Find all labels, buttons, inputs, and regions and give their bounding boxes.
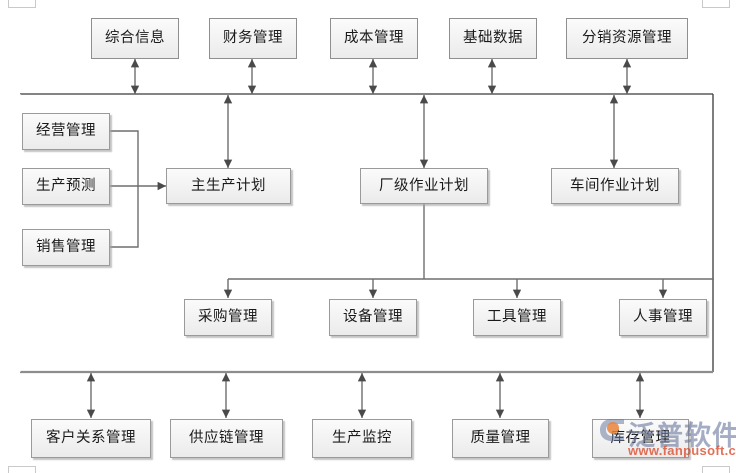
node-label: 财务管理 [223,30,283,47]
node-label: 经营管理 [36,123,96,140]
node-label: 生产预测 [36,178,96,195]
node-zonghexinxi[interactable]: 综合信息 [91,18,179,59]
node-label: 综合信息 [105,30,165,47]
node-label: 主生产计划 [191,177,266,194]
node-label: 供应链管理 [189,430,264,447]
node-label: 销售管理 [36,239,96,256]
node-gongyinglianguanli[interactable]: 供应链管理 [170,419,283,458]
node-label: 设备管理 [343,309,403,326]
node-caiwuguanli[interactable]: 财务管理 [209,18,297,59]
node-label: 车间作业计划 [570,177,660,194]
plant-plan-distribution [223,204,714,298]
node-caigouguanli[interactable]: 采购管理 [184,299,272,336]
frame-to-bottom-row-connectors [86,373,645,418]
plan-to-frame-connectors [223,95,619,168]
node-kehuguanxiguanli[interactable]: 客户关系管理 [31,419,151,458]
node-jichushuju[interactable]: 基础数据 [449,18,537,59]
node-label: 客户关系管理 [46,430,136,447]
node-label: 库存管理 [610,430,671,447]
node-label: 基础数据 [463,30,523,47]
node-kucunguanli[interactable]: 库存管理 [592,419,689,458]
node-zhushengchanjihua[interactable]: 主生产计划 [166,168,291,204]
corner-mark-top-left [8,0,36,8]
node-shebeiguanli[interactable]: 设备管理 [329,299,417,336]
corner-mark-bottom-right [702,466,730,473]
node-gongjuguanli[interactable]: 工具管理 [473,299,561,336]
node-label: 分销资源管理 [582,30,672,47]
corner-mark-top-right [702,0,730,8]
node-label: 厂级作业计划 [379,177,469,194]
node-fenxiaoziyuanguanli[interactable]: 分销资源管理 [566,18,688,59]
node-label: 生产监控 [332,430,392,447]
left-column-bus [110,130,166,248]
node-label: 成本管理 [344,30,404,47]
node-label: 质量管理 [470,430,531,447]
node-shengchanyuce[interactable]: 生产预测 [22,168,110,205]
node-jingyingguanli[interactable]: 经营管理 [22,113,110,150]
node-zhiliangguanli[interactable]: 质量管理 [452,419,549,458]
node-label: 采购管理 [198,309,258,326]
node-shengchanjiankong[interactable]: 生产监控 [312,419,412,458]
node-xiaoshouguanli[interactable]: 销售管理 [22,229,110,266]
node-chejianzuoyejihua[interactable]: 车间作业计划 [551,168,679,204]
frame-to-top-row-connectors [130,59,632,94]
node-chengbenguanli[interactable]: 成本管理 [330,18,418,59]
node-renshiguanli[interactable]: 人事管理 [619,299,707,336]
corner-mark-bottom-left [8,466,36,473]
node-changjizuoyejihua[interactable]: 厂级作业计划 [360,168,488,204]
node-label: 工具管理 [487,309,547,326]
node-label: 人事管理 [633,309,693,326]
